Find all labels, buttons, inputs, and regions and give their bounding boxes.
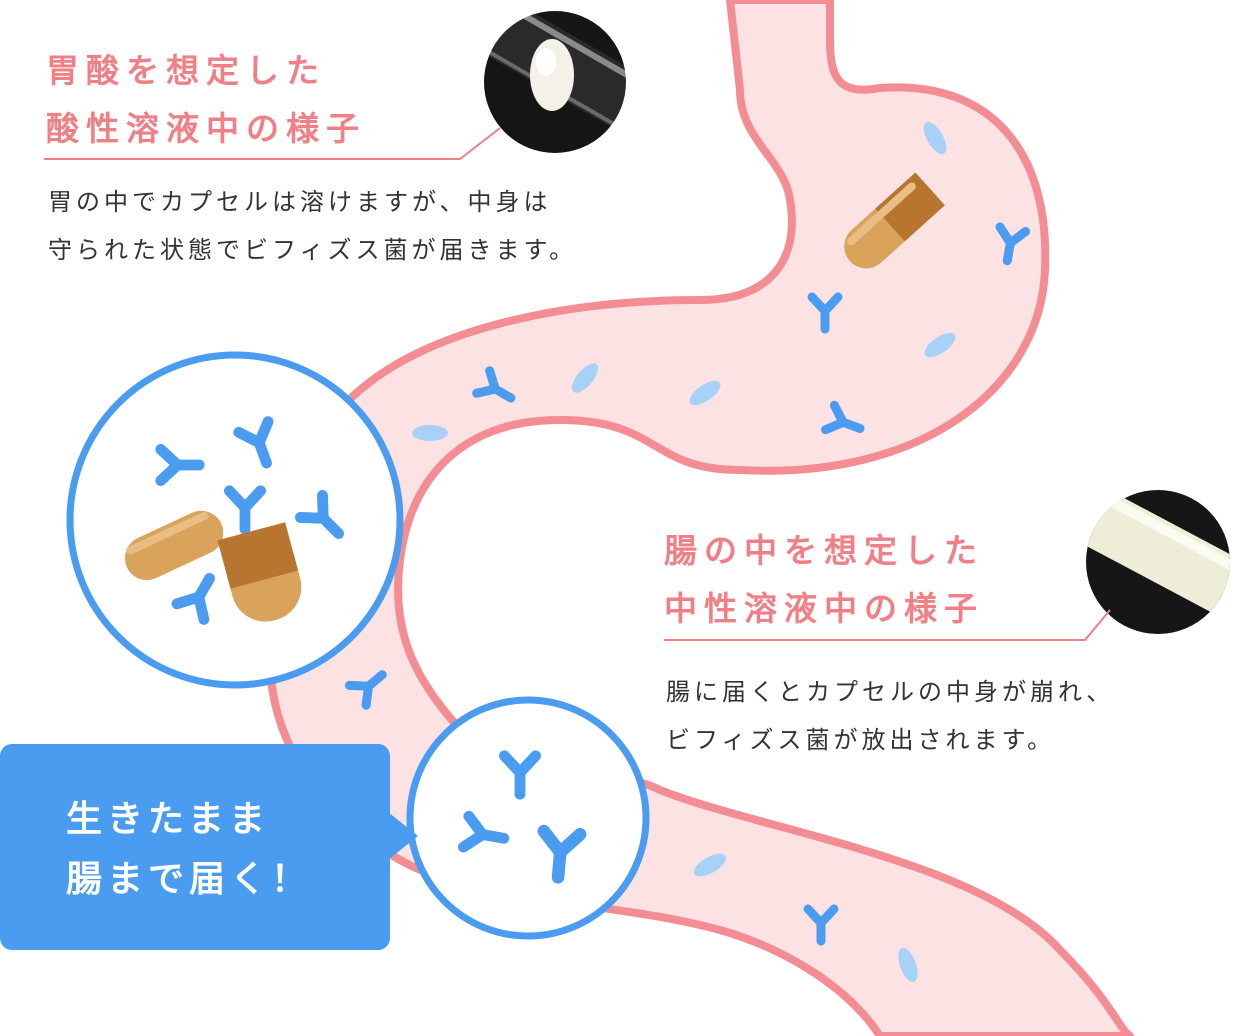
callout-box [0,744,390,950]
stomach-description-line1: 胃の中でカプセルは溶けますが、中身は [48,188,552,216]
leader-lines [44,127,1111,641]
tract-particles [412,121,956,983]
capsule-release-zoom [66,351,404,689]
stomach-heading: 胃酸を想定した 酸性溶液中の様子 [46,42,366,158]
bacteria-zoom [406,696,650,940]
stomach-description: 胃の中でカプセルは溶けますが、中身は 守られた状態でビフィズス菌が届きます。 [48,178,577,274]
stomach-heading-line2: 酸性溶液中の様子 [46,109,366,148]
intestine-description-line2: ビフィズス菌が放出されます。 [666,726,1056,754]
callout-tail [388,812,418,860]
callout-line2: 腸まで届く！ [66,859,313,900]
stomach-description-line2: 守られた状態でビフィズス菌が届きます。 [48,236,578,264]
acid-solution-photo [482,9,628,155]
intestine-heading-line2: 中性溶液中の様子 [664,589,984,628]
callout-message: 生きたまま 腸まで届く！ [66,790,312,910]
intestine-heading: 腸の中を想定した 中性溶液中の様子 [664,522,984,638]
intestine-description: 腸に届くとカプセルの中身が崩れ、 ビフィズス菌が放出されます。 [666,668,1114,764]
intestine-description-line1: 腸に届くとカプセルの中身が崩れ、 [666,678,1115,706]
intestine-heading-line1: 腸の中を想定した [664,531,984,570]
stomach-heading-line1: 胃酸を想定した [46,51,326,90]
neutral-solution-photo [1086,490,1230,634]
callout-line1: 生きたまま [66,799,270,840]
capsule-in-stomach [844,172,945,269]
